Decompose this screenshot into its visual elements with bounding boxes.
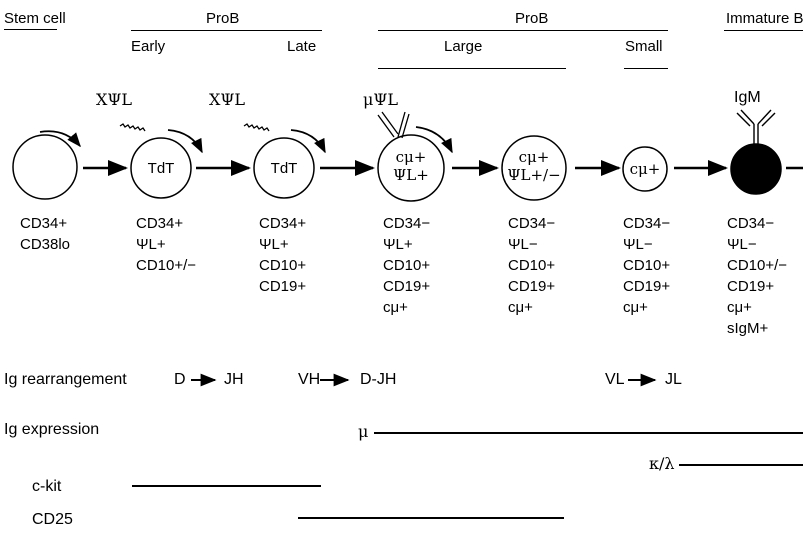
rearr-vh: VH (298, 371, 321, 388)
pre-bcr-receptor (377, 111, 410, 139)
prob-2-bracket (378, 30, 668, 31)
igm-receptor (736, 109, 776, 144)
markers-large: CD34− ΨL+ CD10+ CD19+ cμ+ (383, 215, 431, 316)
rearr-jh: JH (224, 371, 244, 388)
late-cell-label: TdT (270, 160, 298, 177)
stem-cell-circle (12, 134, 78, 200)
rearr-vl: VL (605, 371, 625, 388)
cycling-arrows (39, 126, 453, 154)
row-ckit: c-kit (32, 478, 62, 495)
xpsil-receptors (119, 123, 270, 132)
rearr-d: D (174, 371, 186, 388)
cd25-bar (298, 517, 564, 519)
immature-cell-circle (730, 143, 782, 195)
stage-prob-1: ProB (206, 10, 240, 27)
row-cd25: CD25 (32, 511, 73, 528)
markers-early: CD34+ ΨL+ CD10+/− (136, 215, 197, 274)
mupsil-label: μΨL (363, 90, 399, 109)
stage-early: Early (131, 38, 166, 55)
stage-prob-2: ProB (515, 10, 549, 27)
markers-late: CD34+ ΨL+ CD10+ CD19+ (259, 215, 307, 295)
stage-late: Late (287, 38, 317, 55)
large-cell-circle (377, 134, 445, 202)
large-cell-line2: ΨL+ (393, 166, 429, 184)
xpsil-label-1: XΨL (96, 90, 133, 109)
row-ig-rearrangement: Ig rearrangement (4, 371, 127, 388)
early-cell-circle (130, 137, 192, 199)
stage-immature-b: Immature B (726, 10, 803, 27)
large-underline (378, 68, 566, 69)
large2-cell-line2: ΨL+/− (507, 166, 561, 184)
kappa-lambda-bar (679, 464, 803, 466)
mu-label: μ (358, 422, 369, 441)
rearr-jl: JL (665, 371, 682, 388)
markers-small: CD34− ΨL− CD10+ CD19+ cμ+ (623, 215, 671, 316)
small-cell-label: cμ+ (629, 160, 661, 178)
ckit-bar (132, 485, 321, 487)
rearr-djh: D-JH (360, 371, 397, 388)
kappa-lambda-label: κ/λ (649, 454, 675, 473)
small-underline (624, 68, 668, 69)
stage-stem-cell: Stem cell (4, 10, 66, 27)
row-ig-expression: Ig expression (4, 421, 100, 438)
mu-expression-bar (374, 432, 803, 434)
markers-immature: CD34− ΨL− CD10+/− CD19+ cμ+ sIgM+ (727, 215, 788, 337)
markers-large2: CD34− ΨL− CD10+ CD19+ cμ+ (508, 215, 556, 316)
prob-1-bracket (131, 30, 322, 31)
xpsil-label-2: XΨL (209, 90, 246, 109)
large2-cell-circle (501, 135, 567, 201)
stage-small: Small (625, 38, 663, 55)
large-cell-line1: cμ+ (395, 148, 427, 166)
late-cell-circle (253, 137, 315, 199)
stage-large: Large (444, 38, 483, 55)
large2-cell-line1: cμ+ (518, 148, 550, 166)
early-cell-label: TdT (147, 160, 175, 177)
stem-cell-underline (4, 29, 57, 30)
immature-underline (724, 30, 803, 31)
markers-stem: CD34+ CD38lo (20, 215, 71, 253)
igm-label: IgM (734, 89, 761, 106)
small-cell-circle (622, 146, 668, 192)
